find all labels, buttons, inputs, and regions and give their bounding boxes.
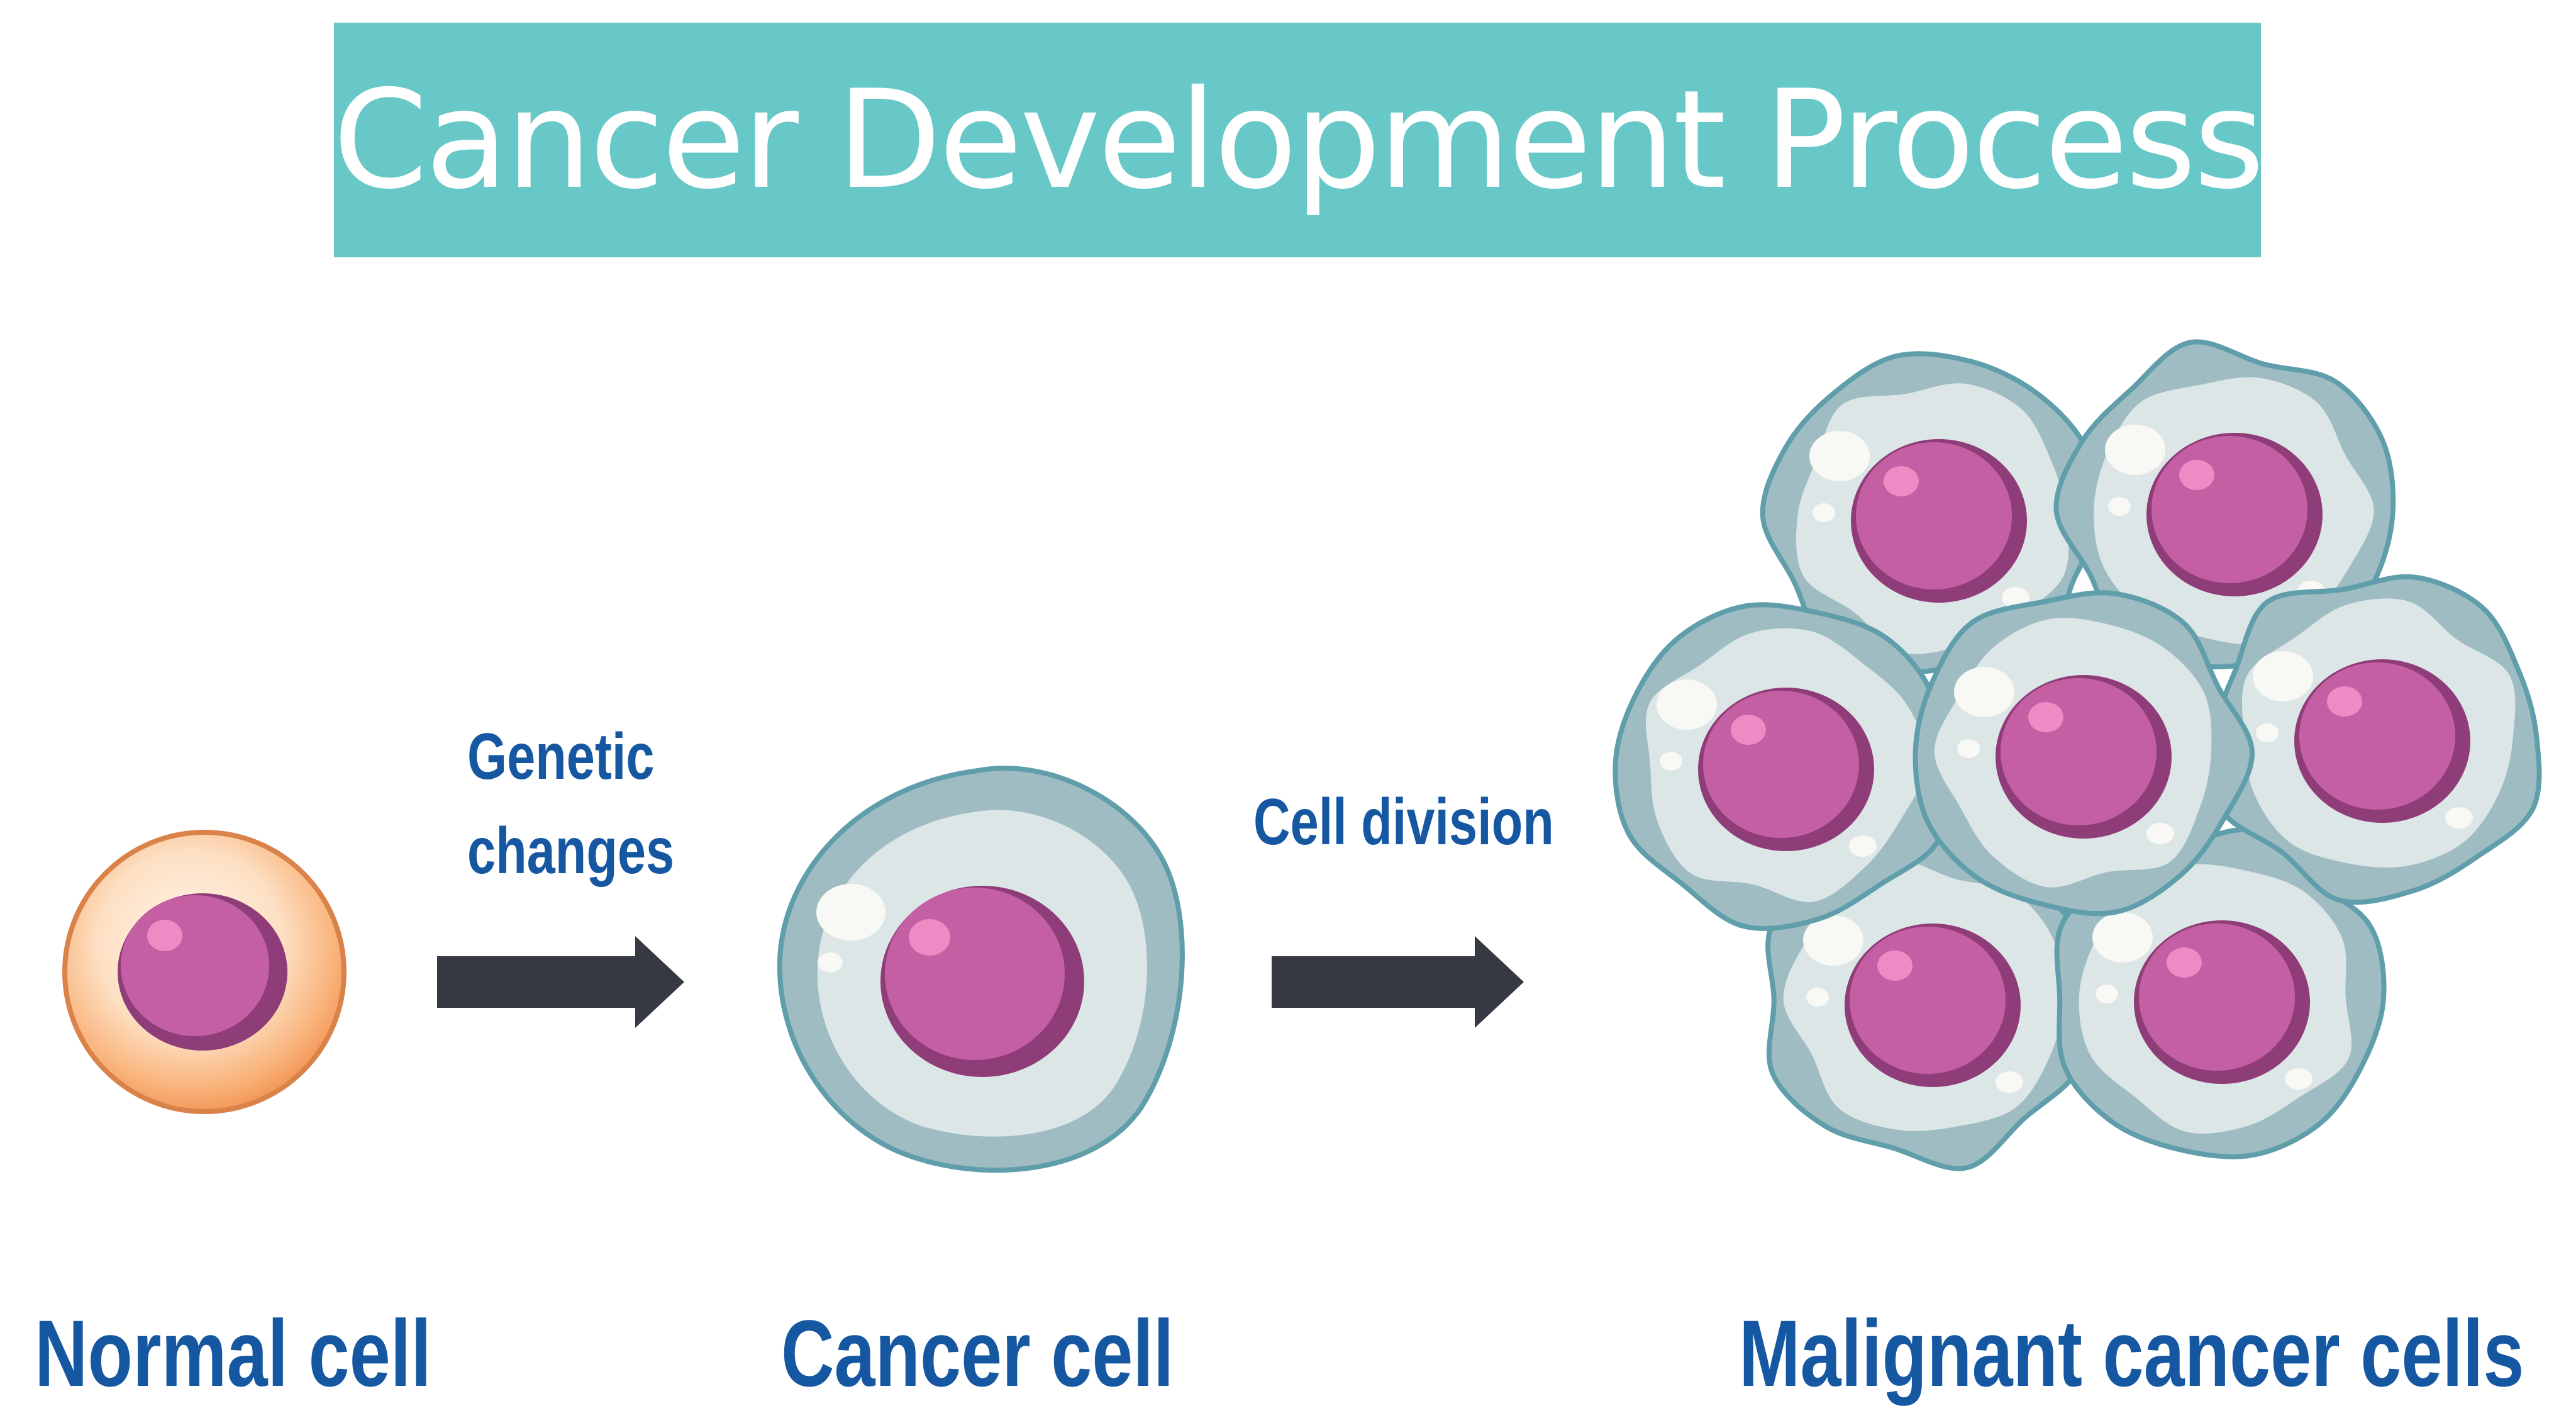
malignant-cell-highlight-small	[1996, 1071, 2023, 1093]
cancer-cell-nucleus	[885, 888, 1065, 1060]
title-banner: Cancer Development Process	[333, 23, 2265, 257]
malignant-cell-highlight	[1803, 915, 1863, 966]
malignant-cell-nucleus	[2151, 436, 2307, 583]
malignant-cell-highlight	[2105, 425, 2165, 475]
malignant-cell-nucleus	[1856, 442, 2012, 589]
genetic-changes-arrow	[437, 936, 684, 1028]
malignant-cell-nucleus	[1703, 691, 1859, 838]
malignant-cell	[1613, 602, 1946, 931]
malignant-cell	[2053, 339, 2396, 669]
malignant-cell-nucleus	[2299, 662, 2455, 810]
malignant-cell	[1913, 590, 2255, 917]
malignant-cell-highlight-small	[2146, 823, 2174, 844]
malignant-cell-highlight	[2253, 651, 2313, 701]
malignant-cell-nucleolus	[2028, 702, 2063, 732]
malignant-cell	[2209, 574, 2542, 905]
normal-cell-nucleus	[121, 895, 269, 1036]
malignant-cell-nucleolus	[1884, 466, 1919, 496]
cancer-cell-nucleolus	[909, 919, 950, 956]
normal-cell	[62, 830, 347, 1114]
malignant-cell-highlight-small	[2445, 807, 2473, 829]
malignant-cell-highlight-small	[2096, 985, 2118, 1003]
malignant-cell-nucleolus	[2179, 460, 2214, 490]
malignant-cell-nucleus	[1850, 927, 2006, 1074]
cancer-cell	[777, 766, 1185, 1173]
malignant-cell-highlight-small	[1813, 503, 1835, 522]
malignant-cell-nucleus	[2139, 924, 2295, 1071]
malignant-cell	[1760, 351, 2105, 675]
malignant-cell-highlight	[1657, 679, 1717, 730]
page-title: Cancer Development Process	[333, 61, 2264, 219]
cell-division-label: Cell division	[1253, 786, 1554, 859]
malignant-cell-highlight-small	[2108, 497, 2131, 516]
cancer-cell-highlight	[816, 884, 886, 940]
malignant-cells-label: Malignant cancer cells	[1739, 1300, 2524, 1406]
genetic-label-line1: Genetic	[467, 720, 655, 793]
cancer-cell-highlight-small	[818, 952, 843, 973]
malignant-cell-cluster	[1613, 339, 2542, 1171]
malignant-cell-nucleolus	[2327, 686, 2362, 717]
malignant-cell-highlight-small	[1849, 835, 1877, 857]
normal-cell-label: Normal cell	[35, 1300, 431, 1406]
malignant-cell	[1765, 834, 2101, 1171]
malignant-cell-highlight-small	[2285, 1068, 2312, 1090]
malignant-cell-highlight	[2092, 912, 2153, 963]
malignant-cell-nucleolus	[2167, 947, 2202, 978]
malignant-cell-highlight	[1954, 667, 2014, 717]
malignant-cell-highlight-small	[2002, 587, 2029, 608]
malignant-cell-highlight	[1809, 431, 1870, 481]
malignant-cell-highlight-small	[2256, 723, 2279, 742]
malignant-cell-nucleolus	[1877, 951, 1913, 981]
malignant-cell-nucleolus	[1731, 715, 1766, 745]
malignant-cell	[2054, 827, 2387, 1159]
genetic-label-line2: changes	[467, 815, 675, 888]
normal-cell-nucleolus	[147, 920, 182, 951]
cancer-cell-label: Cancer cell	[781, 1300, 1174, 1406]
malignant-cell-highlight-small	[1806, 988, 1829, 1007]
malignant-cell-highlight-small	[1957, 739, 1980, 758]
cell-division-arrow	[1272, 936, 1524, 1028]
malignant-cell-nucleus	[2001, 678, 2157, 825]
malignant-cell-highlight-small	[1660, 752, 1682, 771]
